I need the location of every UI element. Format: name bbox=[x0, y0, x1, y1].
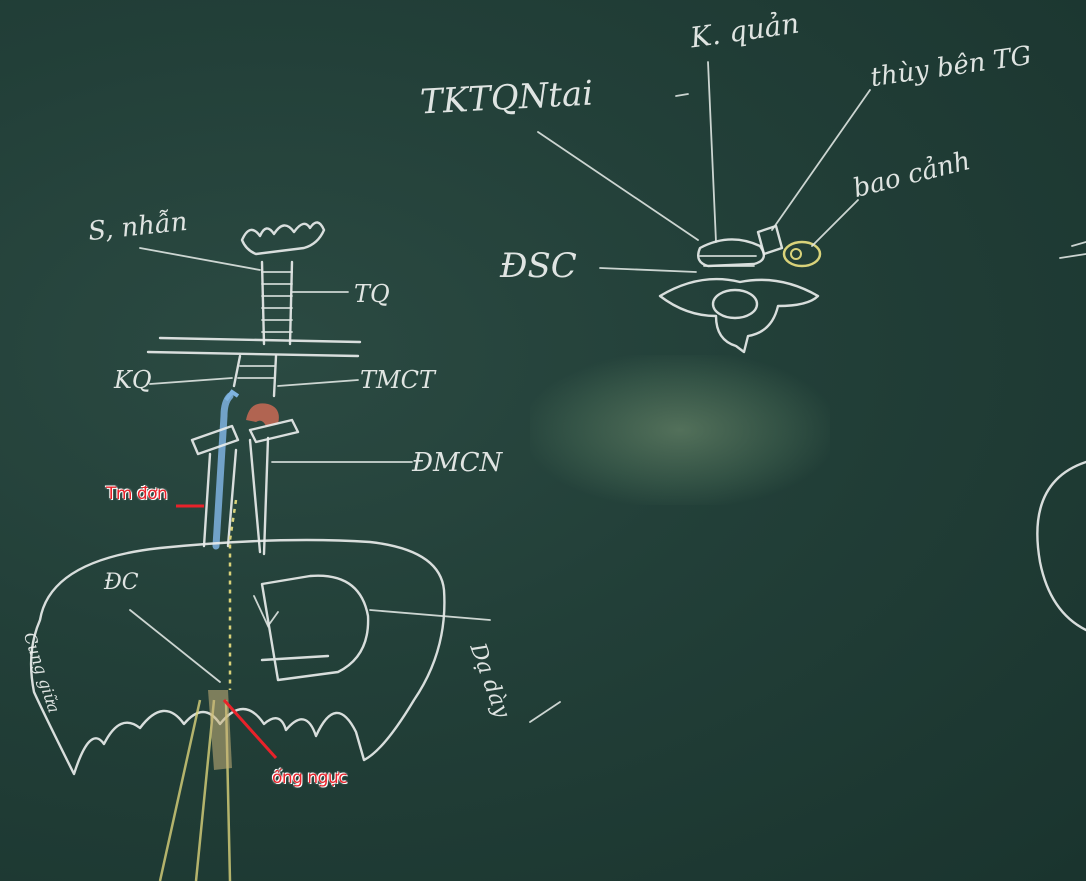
label-dmcn: ĐMCN bbox=[412, 448, 503, 478]
stomach bbox=[260, 574, 370, 682]
label-dsc: ĐSC bbox=[500, 246, 577, 286]
chalk-smudge bbox=[530, 355, 830, 505]
carotid-sheath bbox=[782, 240, 822, 268]
label-dc: ĐC bbox=[104, 570, 139, 595]
vertebra bbox=[658, 277, 820, 354]
diaphragm bbox=[29, 538, 446, 776]
label-kq: KQ bbox=[114, 366, 152, 394]
annotation-tm-don: Tm đơn bbox=[106, 484, 168, 504]
annotation-ong-nguc: ống ngực bbox=[272, 768, 348, 788]
trachea bbox=[260, 260, 294, 346]
thoracic-duct bbox=[228, 499, 238, 690]
cricoid-crown bbox=[240, 221, 326, 256]
label-tq: TQ bbox=[354, 280, 390, 308]
label-tmct: TMCT bbox=[360, 366, 435, 394]
aortic-arch bbox=[246, 403, 279, 426]
azygos-vein bbox=[212, 392, 234, 550]
